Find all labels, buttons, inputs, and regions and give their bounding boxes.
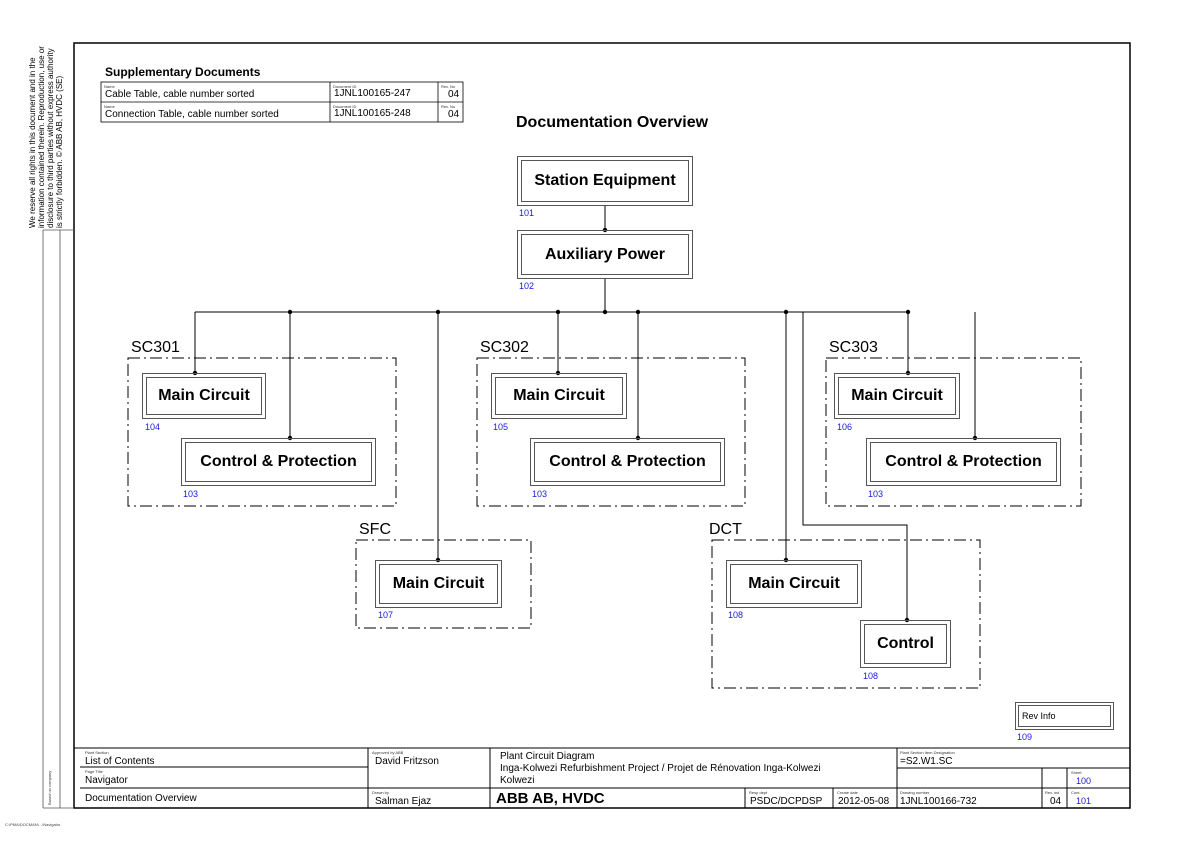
sc302-control-protection-label: Control & Protection	[534, 442, 721, 482]
dct-control-box[interactable]: Control	[860, 620, 951, 668]
page-title-label: Page Title	[85, 769, 103, 774]
sc302-main-circuit-ref[interactable]: 105	[493, 422, 509, 432]
station-equipment-box[interactable]: Station Equipment	[517, 156, 693, 206]
sc302-control-protection-box[interactable]: Control & Protection	[530, 438, 725, 486]
rev-info-label: Rev Info	[1018, 705, 1111, 727]
cont-label: Cont.	[1071, 790, 1081, 795]
dct-main-circuit-ref[interactable]: 108	[728, 610, 744, 620]
sfc-main-circuit-box[interactable]: Main Circuit	[375, 560, 502, 608]
sc302-control-protection-ref[interactable]: 103	[532, 489, 548, 499]
supp-row-name[interactable]: Cable Table, cable number sorted	[105, 89, 255, 100]
supp-header-rev: Rev. No	[441, 84, 456, 89]
resp-dept-value: PSDC/DCPDSP	[750, 796, 823, 807]
group-label-sc302: SC302	[480, 339, 529, 356]
rights-notice: We reserve all rights in this document a…	[28, 46, 64, 228]
sc301-main-circuit-ref[interactable]: 104	[145, 422, 161, 432]
supp-header-name: Name	[104, 104, 115, 109]
plant-section-label: Plant Section	[85, 750, 109, 755]
supp-header-docid: Document ID	[333, 104, 357, 109]
description-line2: Inga-Kolwezi Refurbishment Project / Pro…	[500, 763, 821, 774]
sc303-main-circuit-ref[interactable]: 106	[837, 422, 853, 432]
page-title-value: Navigator	[85, 775, 128, 786]
sheet-value[interactable]: 100	[1076, 776, 1092, 786]
supp-header-name: Name	[104, 84, 115, 89]
drawn-label: Drawn by	[372, 790, 389, 795]
margin-small-label: Based on company	[47, 770, 52, 805]
description-line3: Kolwezi	[500, 775, 535, 786]
group-label-sc301: SC301	[131, 339, 180, 356]
sc301-main-circuit-label: Main Circuit	[146, 377, 262, 415]
supp-header-rev: Rev. No	[441, 104, 456, 109]
station-equipment-ref[interactable]: 101	[519, 208, 535, 218]
approved-label: Approved by ABB	[372, 750, 404, 755]
company-name: ABB AB, HVDC	[496, 790, 605, 807]
sfc-main-circuit-label: Main Circuit	[379, 564, 498, 604]
rev-ind-value: 04	[1050, 796, 1062, 807]
resp-dept-label: Resp dept	[749, 790, 768, 795]
sc302-main-circuit-label: Main Circuit	[495, 377, 623, 415]
cont-value[interactable]: 101	[1076, 796, 1092, 806]
sc301-main-circuit-box[interactable]: Main Circuit	[142, 373, 266, 419]
auxiliary-power-label: Auxiliary Power	[521, 234, 689, 275]
supp-row-name[interactable]: Connection Table, cable number sorted	[105, 109, 279, 120]
create-date-label: Create date	[837, 790, 858, 795]
approved-by-value: David Fritzson	[375, 756, 439, 767]
rev-info-box[interactable]: Rev Info	[1015, 702, 1114, 730]
sc302-main-circuit-box[interactable]: Main Circuit	[491, 373, 627, 419]
doc-overview-value: Documentation Overview	[85, 793, 197, 804]
sheet-label: Sheet	[1071, 770, 1082, 775]
diagram-title: Documentation Overview	[516, 114, 709, 131]
drawing-number-value: 1JNL100166-732	[900, 796, 977, 807]
rev-ind-label: Rev. ind	[1045, 790, 1060, 795]
auxiliary-power-ref[interactable]: 102	[519, 281, 535, 291]
footer-path: C:\PMA\DOCMAN\...\Navigator	[5, 822, 61, 827]
sfc-main-circuit-ref[interactable]: 107	[378, 610, 394, 620]
sc301-control-protection-ref[interactable]: 103	[183, 489, 199, 499]
sc303-control-protection-label: Control & Protection	[870, 442, 1057, 482]
auxiliary-power-box[interactable]: Auxiliary Power	[517, 230, 693, 279]
group-label-dct: DCT	[709, 521, 742, 538]
create-date-value: 2012-05-08	[838, 796, 890, 807]
plant-section-value: List of Contents	[85, 756, 155, 767]
dct-control-label: Control	[864, 624, 947, 664]
group-label-sfc: SFC	[359, 521, 391, 538]
supplementary-title: Supplementary Documents	[105, 65, 261, 79]
group-label-sc303: SC303	[829, 339, 878, 356]
designation-label: Plant Section Item Designation	[900, 750, 955, 755]
rev-info-ref[interactable]: 109	[1017, 732, 1033, 742]
supp-row-docid[interactable]: 1JNL100165-247	[334, 88, 411, 99]
sc303-control-protection-box[interactable]: Control & Protection	[866, 438, 1061, 486]
supp-row-rev: 04	[448, 109, 460, 120]
dct-control-ref[interactable]: 108	[863, 671, 879, 681]
sc301-control-protection-box[interactable]: Control & Protection	[181, 438, 376, 486]
drawing-number-label: Drawing number	[900, 790, 930, 795]
sc303-main-circuit-label: Main Circuit	[838, 377, 956, 415]
dct-main-circuit-box[interactable]: Main Circuit	[726, 560, 862, 608]
sc303-control-protection-ref[interactable]: 103	[868, 489, 884, 499]
sc303-main-circuit-box[interactable]: Main Circuit	[834, 373, 960, 419]
sc301-control-protection-label: Control & Protection	[185, 442, 372, 482]
dct-main-circuit-label: Main Circuit	[730, 564, 858, 604]
designation-value: =S2.W1.SC	[900, 756, 953, 767]
drawn-by-value: Salman Ejaz	[375, 796, 432, 807]
supp-header-docid: Document ID	[333, 84, 357, 89]
description-line1: Plant Circuit Diagram	[500, 751, 595, 762]
supp-row-docid[interactable]: 1JNL100165-248	[334, 108, 411, 119]
station-equipment-label: Station Equipment	[521, 160, 689, 202]
supp-row-rev: 04	[448, 89, 460, 100]
